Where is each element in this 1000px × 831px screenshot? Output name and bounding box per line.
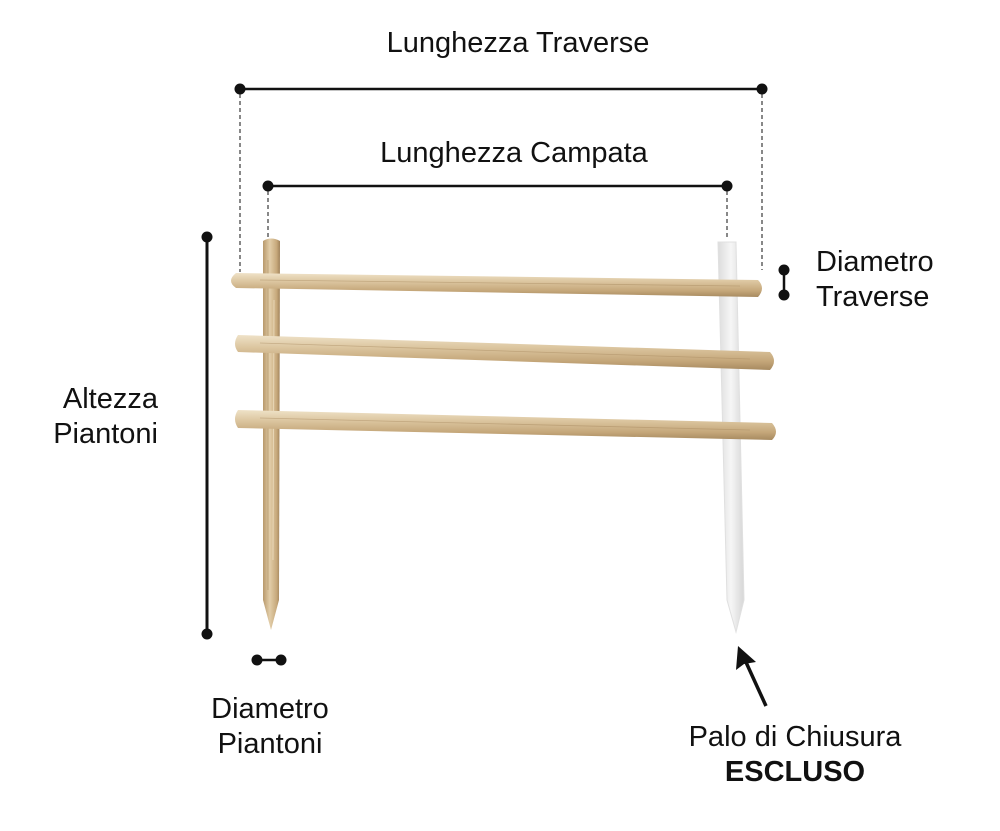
rail-top [231,273,762,297]
rail-bottom [235,410,776,440]
rail-diameter-dimension [778,264,790,301]
post-height-label: Altezza Piantoni [53,383,158,451]
span-length-dimension [262,180,733,240]
arrow-icon [736,646,768,707]
rail-diameter-label: Diametro Traverse [816,246,934,314]
post-height-dimension [201,231,213,640]
closing-post-label: Palo di Chiusura ESCLUSO [664,720,926,791]
post-diameter-dimension [251,654,287,666]
rail-middle [235,335,774,370]
traverse-length-dimension [234,83,768,272]
post-diameter-label: Diametro Piantoni [211,693,329,761]
wooden-post [263,238,280,630]
span-length-label: Lunghezza Campata [380,137,648,169]
excluded-badge: ESCLUSO [724,756,866,789]
traverse-length-label: Lunghezza Traverse [386,27,650,59]
